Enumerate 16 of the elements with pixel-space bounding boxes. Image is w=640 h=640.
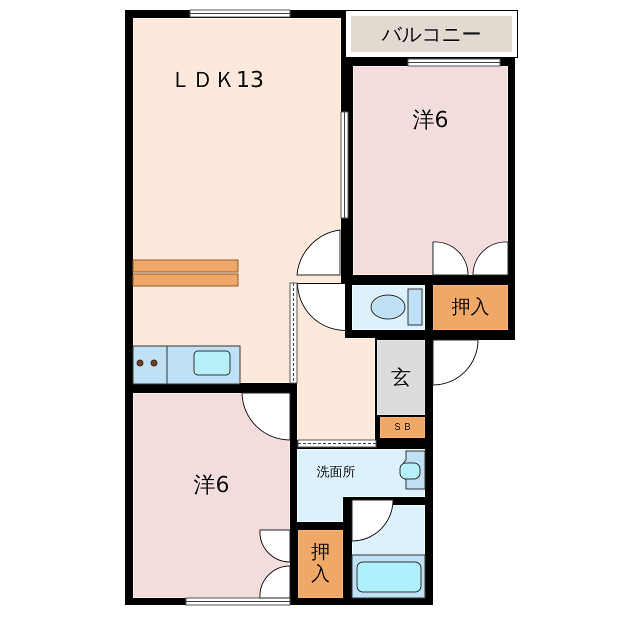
room-label: 押入 <box>452 296 490 318</box>
room-label: 洋6 <box>412 108 448 134</box>
closet-area <box>433 285 508 330</box>
balcony-area <box>345 10 518 58</box>
room-area <box>353 66 508 275</box>
closet-area <box>298 530 343 598</box>
room-area <box>133 393 290 598</box>
room-label: 玄 <box>391 366 411 389</box>
room-label: ＳＢ <box>392 422 412 434</box>
room-label: 洗面所 <box>316 466 356 480</box>
room-label: 押入 <box>310 542 331 586</box>
entrance-area <box>377 340 425 415</box>
room-label: ＬＤＫ13 <box>170 68 264 94</box>
room-label: バルコニー <box>382 22 482 46</box>
shoe-box-area <box>380 417 425 438</box>
room-label: 洋6 <box>194 472 230 498</box>
